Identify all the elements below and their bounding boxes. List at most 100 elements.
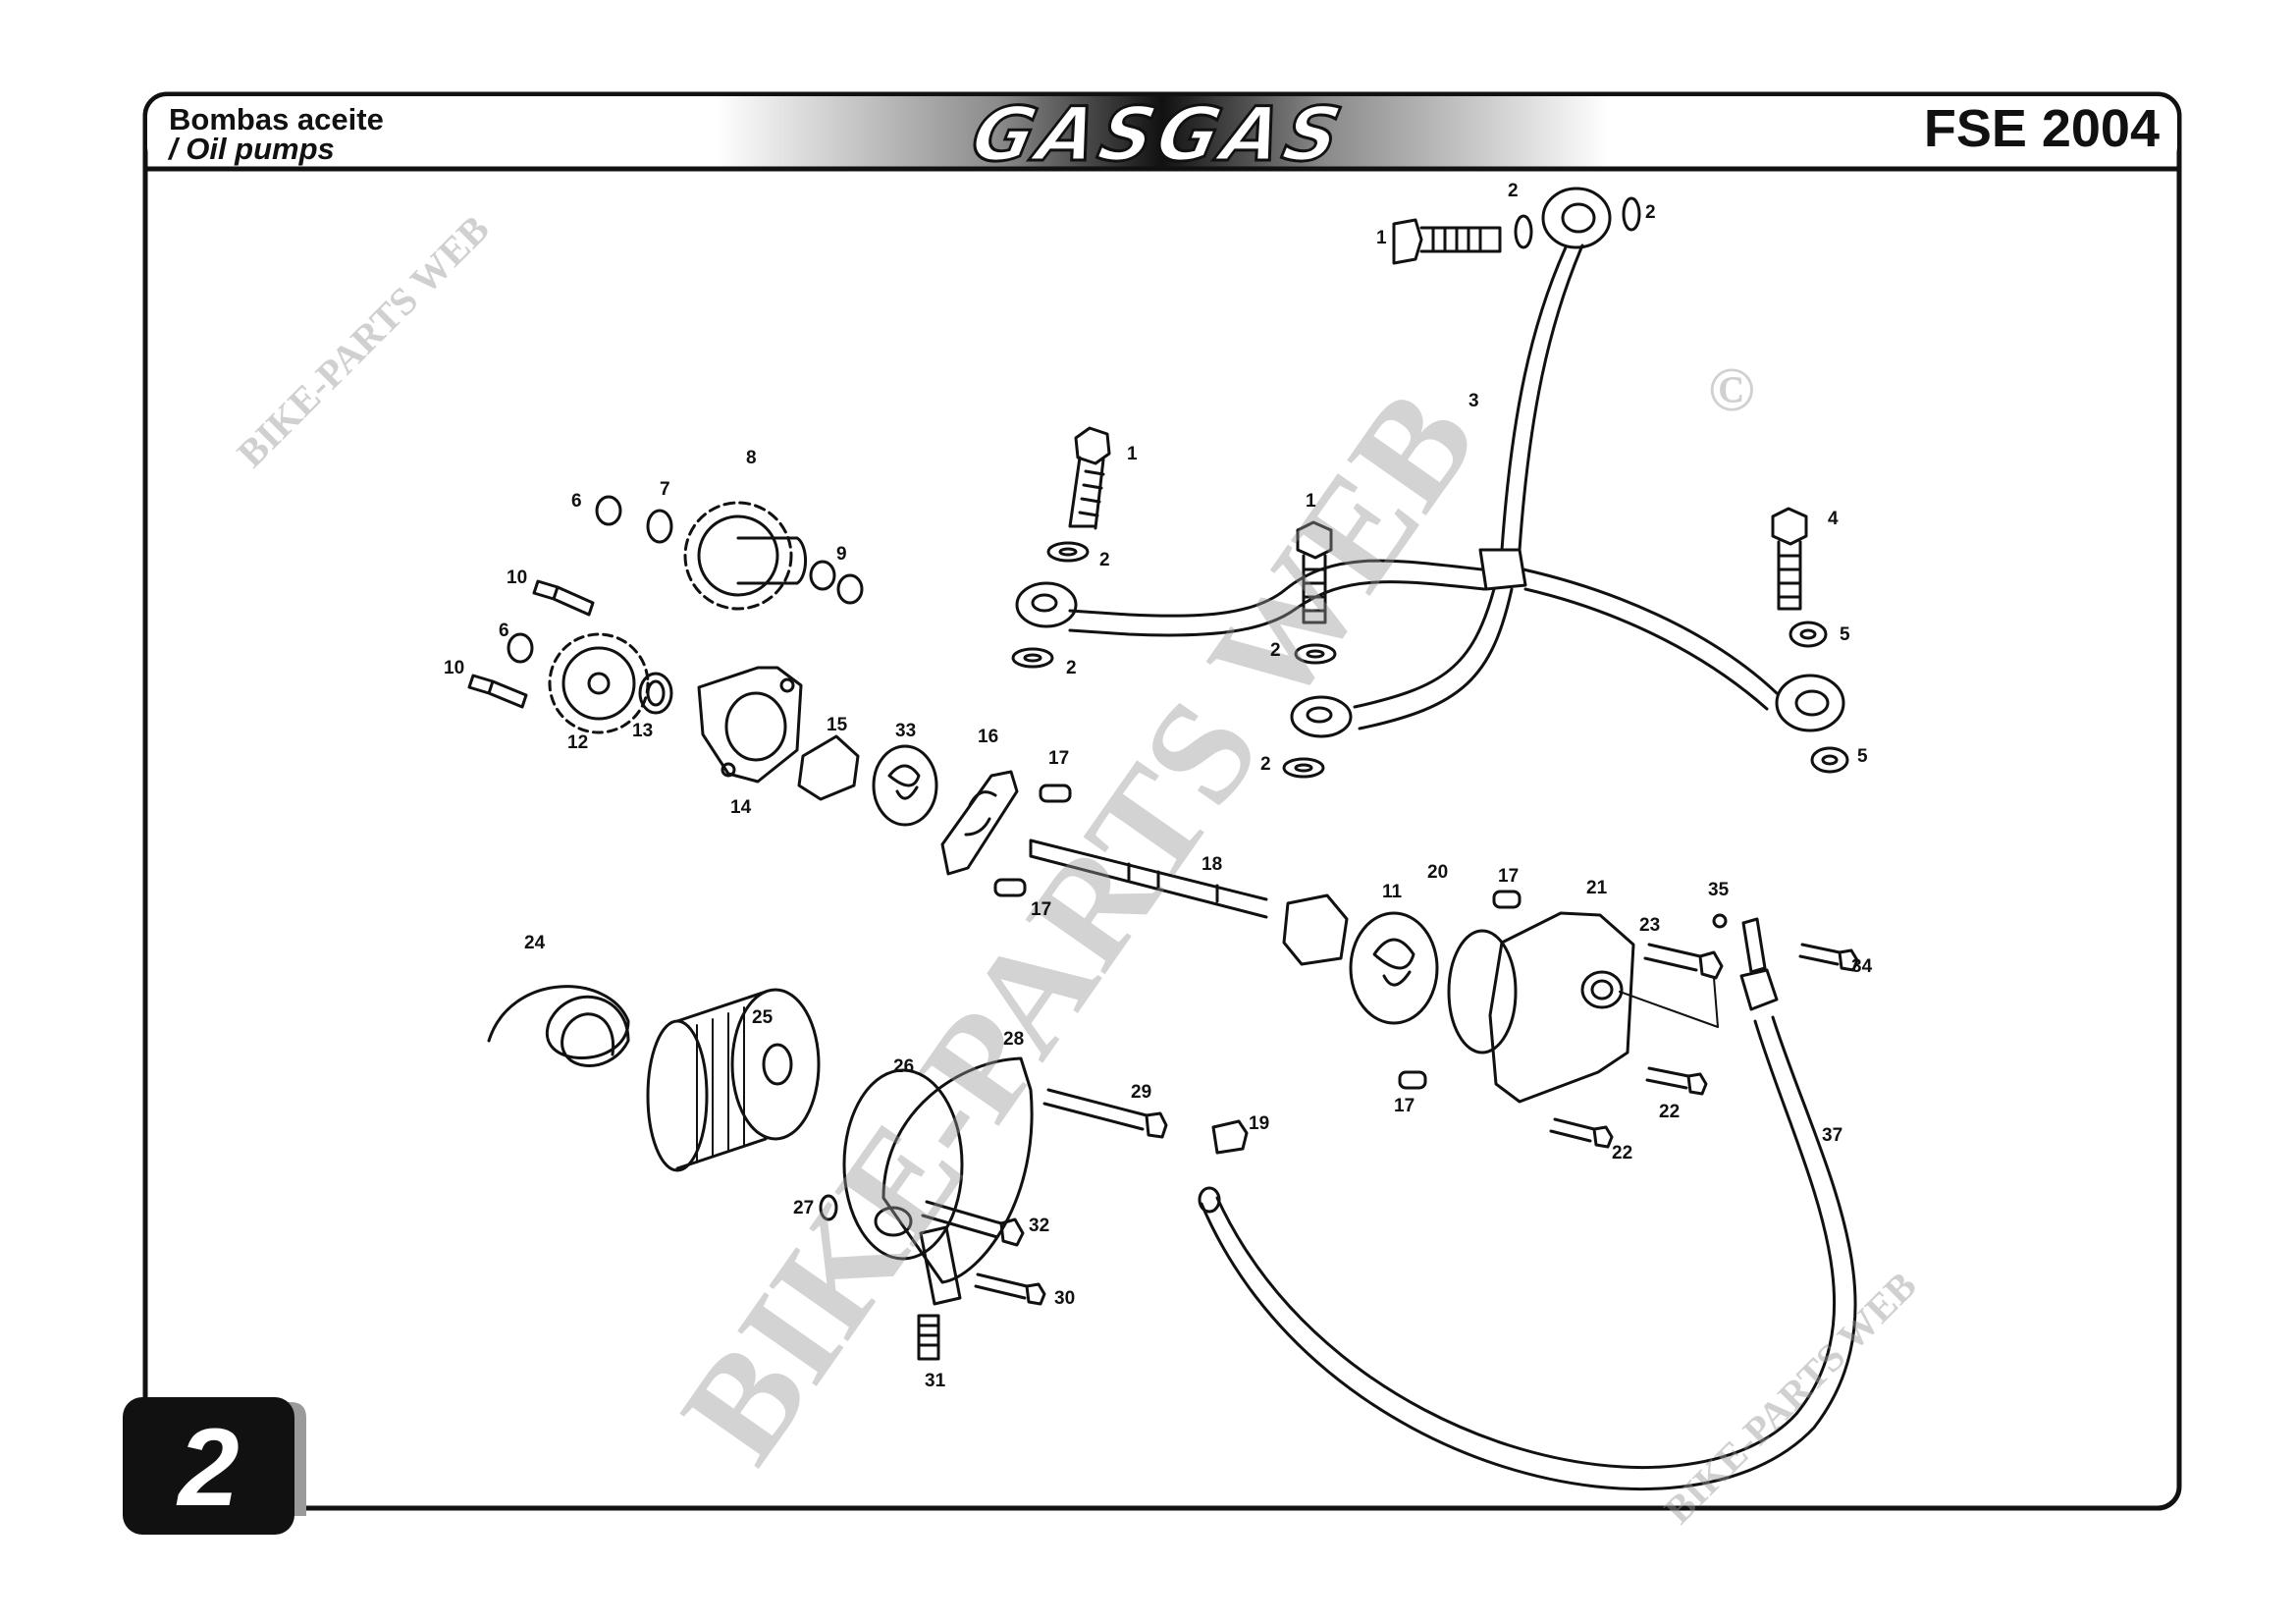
callout: 13	[632, 721, 654, 741]
filter-25-hole	[762, 1043, 793, 1086]
callout: 23	[1639, 915, 1661, 936]
banjo-down	[1290, 695, 1353, 738]
washer-2-top-left	[1514, 214, 1533, 249]
filter-25-body	[675, 990, 768, 1170]
seal-13	[638, 672, 673, 715]
gear-8-inner	[697, 514, 779, 597]
callout: 35	[1708, 880, 1730, 900]
washer-2-c	[1294, 643, 1337, 665]
screw-10-bottom	[467, 674, 528, 709]
callout: 34	[1851, 956, 1873, 977]
gear-8-hub	[736, 536, 808, 585]
rotor-11-lobes	[1372, 938, 1415, 987]
callout: 17	[1394, 1096, 1415, 1116]
callout: 2	[1645, 202, 1656, 223]
washer-2-c-hole	[1306, 649, 1325, 659]
callout: 2	[1099, 550, 1110, 570]
title-english: / Oil pumps	[169, 132, 335, 166]
washer-5-b	[1810, 746, 1849, 774]
callout: 37	[1822, 1125, 1843, 1146]
cover-28-boss	[874, 1206, 913, 1237]
callout: 22	[1612, 1143, 1633, 1163]
callout: 2	[1270, 640, 1281, 661]
callout: 24	[524, 933, 546, 953]
callout: 32	[1029, 1216, 1050, 1236]
callout: 27	[793, 1198, 815, 1218]
callout: 3	[1468, 391, 1479, 411]
screw-22-a	[1645, 1066, 1708, 1096]
watermark-copyright: ©	[1708, 354, 1755, 424]
washer-27	[819, 1194, 838, 1221]
shaft-18-rotor	[1282, 893, 1349, 966]
callout: 10	[444, 658, 465, 678]
o-ring-20	[1447, 929, 1518, 1055]
banjo-right-hole	[1794, 689, 1830, 717]
filter-25-back	[646, 1019, 709, 1172]
seal-13-inner	[646, 679, 666, 707]
circlip-6-top	[595, 495, 622, 526]
callout: 20	[1427, 862, 1449, 883]
callout: 17	[1048, 748, 1070, 769]
gasket-26	[842, 1068, 964, 1261]
washer-5-a-hole	[1799, 628, 1817, 640]
leader-line	[1619, 977, 1719, 1028]
pump-body-14-hole-a	[779, 677, 795, 693]
gear-8	[683, 501, 793, 611]
callout: 2	[1066, 658, 1077, 678]
pump-cover-21-port-inner	[1590, 979, 1614, 1001]
page-number-tab	[123, 1397, 294, 1535]
ring-35	[1712, 913, 1728, 929]
callout: 25	[752, 1007, 774, 1028]
oil-line-3	[1500, 243, 1584, 552]
page-frame	[142, 91, 2182, 1511]
pump-cover-21-port	[1580, 970, 1624, 1009]
brand-logo: GASGAS	[963, 89, 1354, 180]
screw-34	[1798, 943, 1859, 972]
washer-2-d	[1282, 757, 1325, 779]
washer-2-a-hole	[1058, 547, 1078, 557]
oil-line-junction	[1478, 548, 1527, 591]
callout: 19	[1249, 1113, 1270, 1134]
screw-22-b	[1549, 1117, 1614, 1149]
screw-30	[974, 1272, 1046, 1306]
shaft-18	[1029, 839, 1268, 919]
callout: 33	[895, 721, 917, 741]
callout: 10	[507, 568, 528, 588]
washer-2-top-right	[1622, 196, 1641, 232]
pump-body-14-hole-b	[721, 762, 736, 778]
bolt-4	[1771, 507, 1808, 611]
callout: 5	[1840, 624, 1850, 645]
dowel-17-a	[1039, 784, 1072, 803]
screw-10-top	[532, 579, 595, 617]
screw-29	[1042, 1088, 1168, 1139]
rotor-11	[1349, 911, 1439, 1025]
washer-2-b	[1011, 647, 1054, 669]
callout: 17	[1031, 899, 1052, 920]
banjo-right	[1775, 674, 1845, 732]
banjo-down-hole	[1306, 706, 1333, 724]
hose-37-end	[1198, 1186, 1221, 1214]
screw-32	[921, 1200, 1025, 1247]
callout: 1	[1306, 491, 1316, 512]
washer-2-b-hole	[1023, 653, 1042, 663]
callout: 6	[571, 491, 582, 512]
title-spanish: Bombas aceite	[169, 102, 384, 136]
pump-body-14	[697, 666, 803, 784]
bearing-9-b	[836, 573, 864, 605]
bolt-1-mid-a	[1068, 426, 1111, 530]
callout: 9	[836, 544, 847, 565]
gear-12-inner	[561, 646, 636, 721]
callout: 11	[1382, 882, 1403, 902]
callout: 30	[1054, 1288, 1076, 1309]
circlip-6-mid	[507, 632, 534, 664]
callout: 18	[1201, 854, 1223, 875]
bolt-1-mid-b	[1296, 520, 1333, 624]
banjo-left	[1015, 581, 1078, 628]
washer-2-d-hole	[1294, 763, 1313, 773]
bearing-9-a	[809, 560, 836, 591]
callout: 7	[660, 479, 670, 500]
oil-line-left	[1068, 559, 1486, 637]
header-band	[147, 96, 2177, 167]
spring-24	[487, 985, 630, 1067]
